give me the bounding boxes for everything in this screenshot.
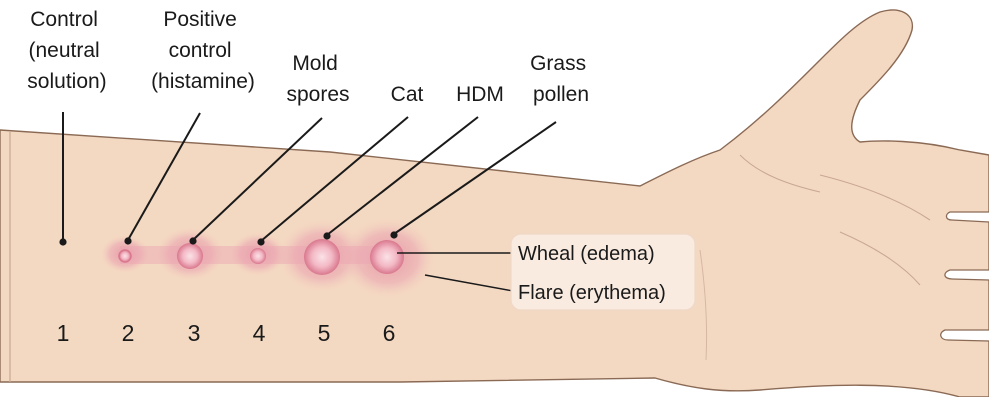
site-number-5: 5 [318,320,331,346]
label-mold-spores: Mold spores [286,52,349,106]
label-hdm: HDM [456,83,504,106]
site-number-2: 2 [122,320,135,346]
label-control: Control (neutral solution) [27,8,106,93]
site-number-1: 1 [57,320,70,346]
site-number-4: 4 [253,320,266,346]
label-grass-pollen: Grass pollen [530,52,592,106]
wheal-site-2 [119,250,131,262]
wheal-site-5 [304,239,340,275]
label-positive-control: Positive control (histamine) [151,8,255,93]
site-number-6: 6 [383,320,396,346]
allergen-labels: Control (neutral solution) Positive cont… [27,8,592,106]
wheal-site-3 [177,243,203,269]
wheal-site-4 [250,248,266,264]
label-cat: Cat [391,83,424,106]
finger-gap-3 [941,330,989,341]
finger-gap-1 [946,212,989,222]
finger-gap-2 [945,270,989,280]
site-number-3: 3 [188,320,201,346]
wheal-site-6 [370,240,404,274]
legend-flare-label: Flare (erythema) [518,282,666,304]
legend-wheal-label: Wheal (edema) [518,243,655,265]
